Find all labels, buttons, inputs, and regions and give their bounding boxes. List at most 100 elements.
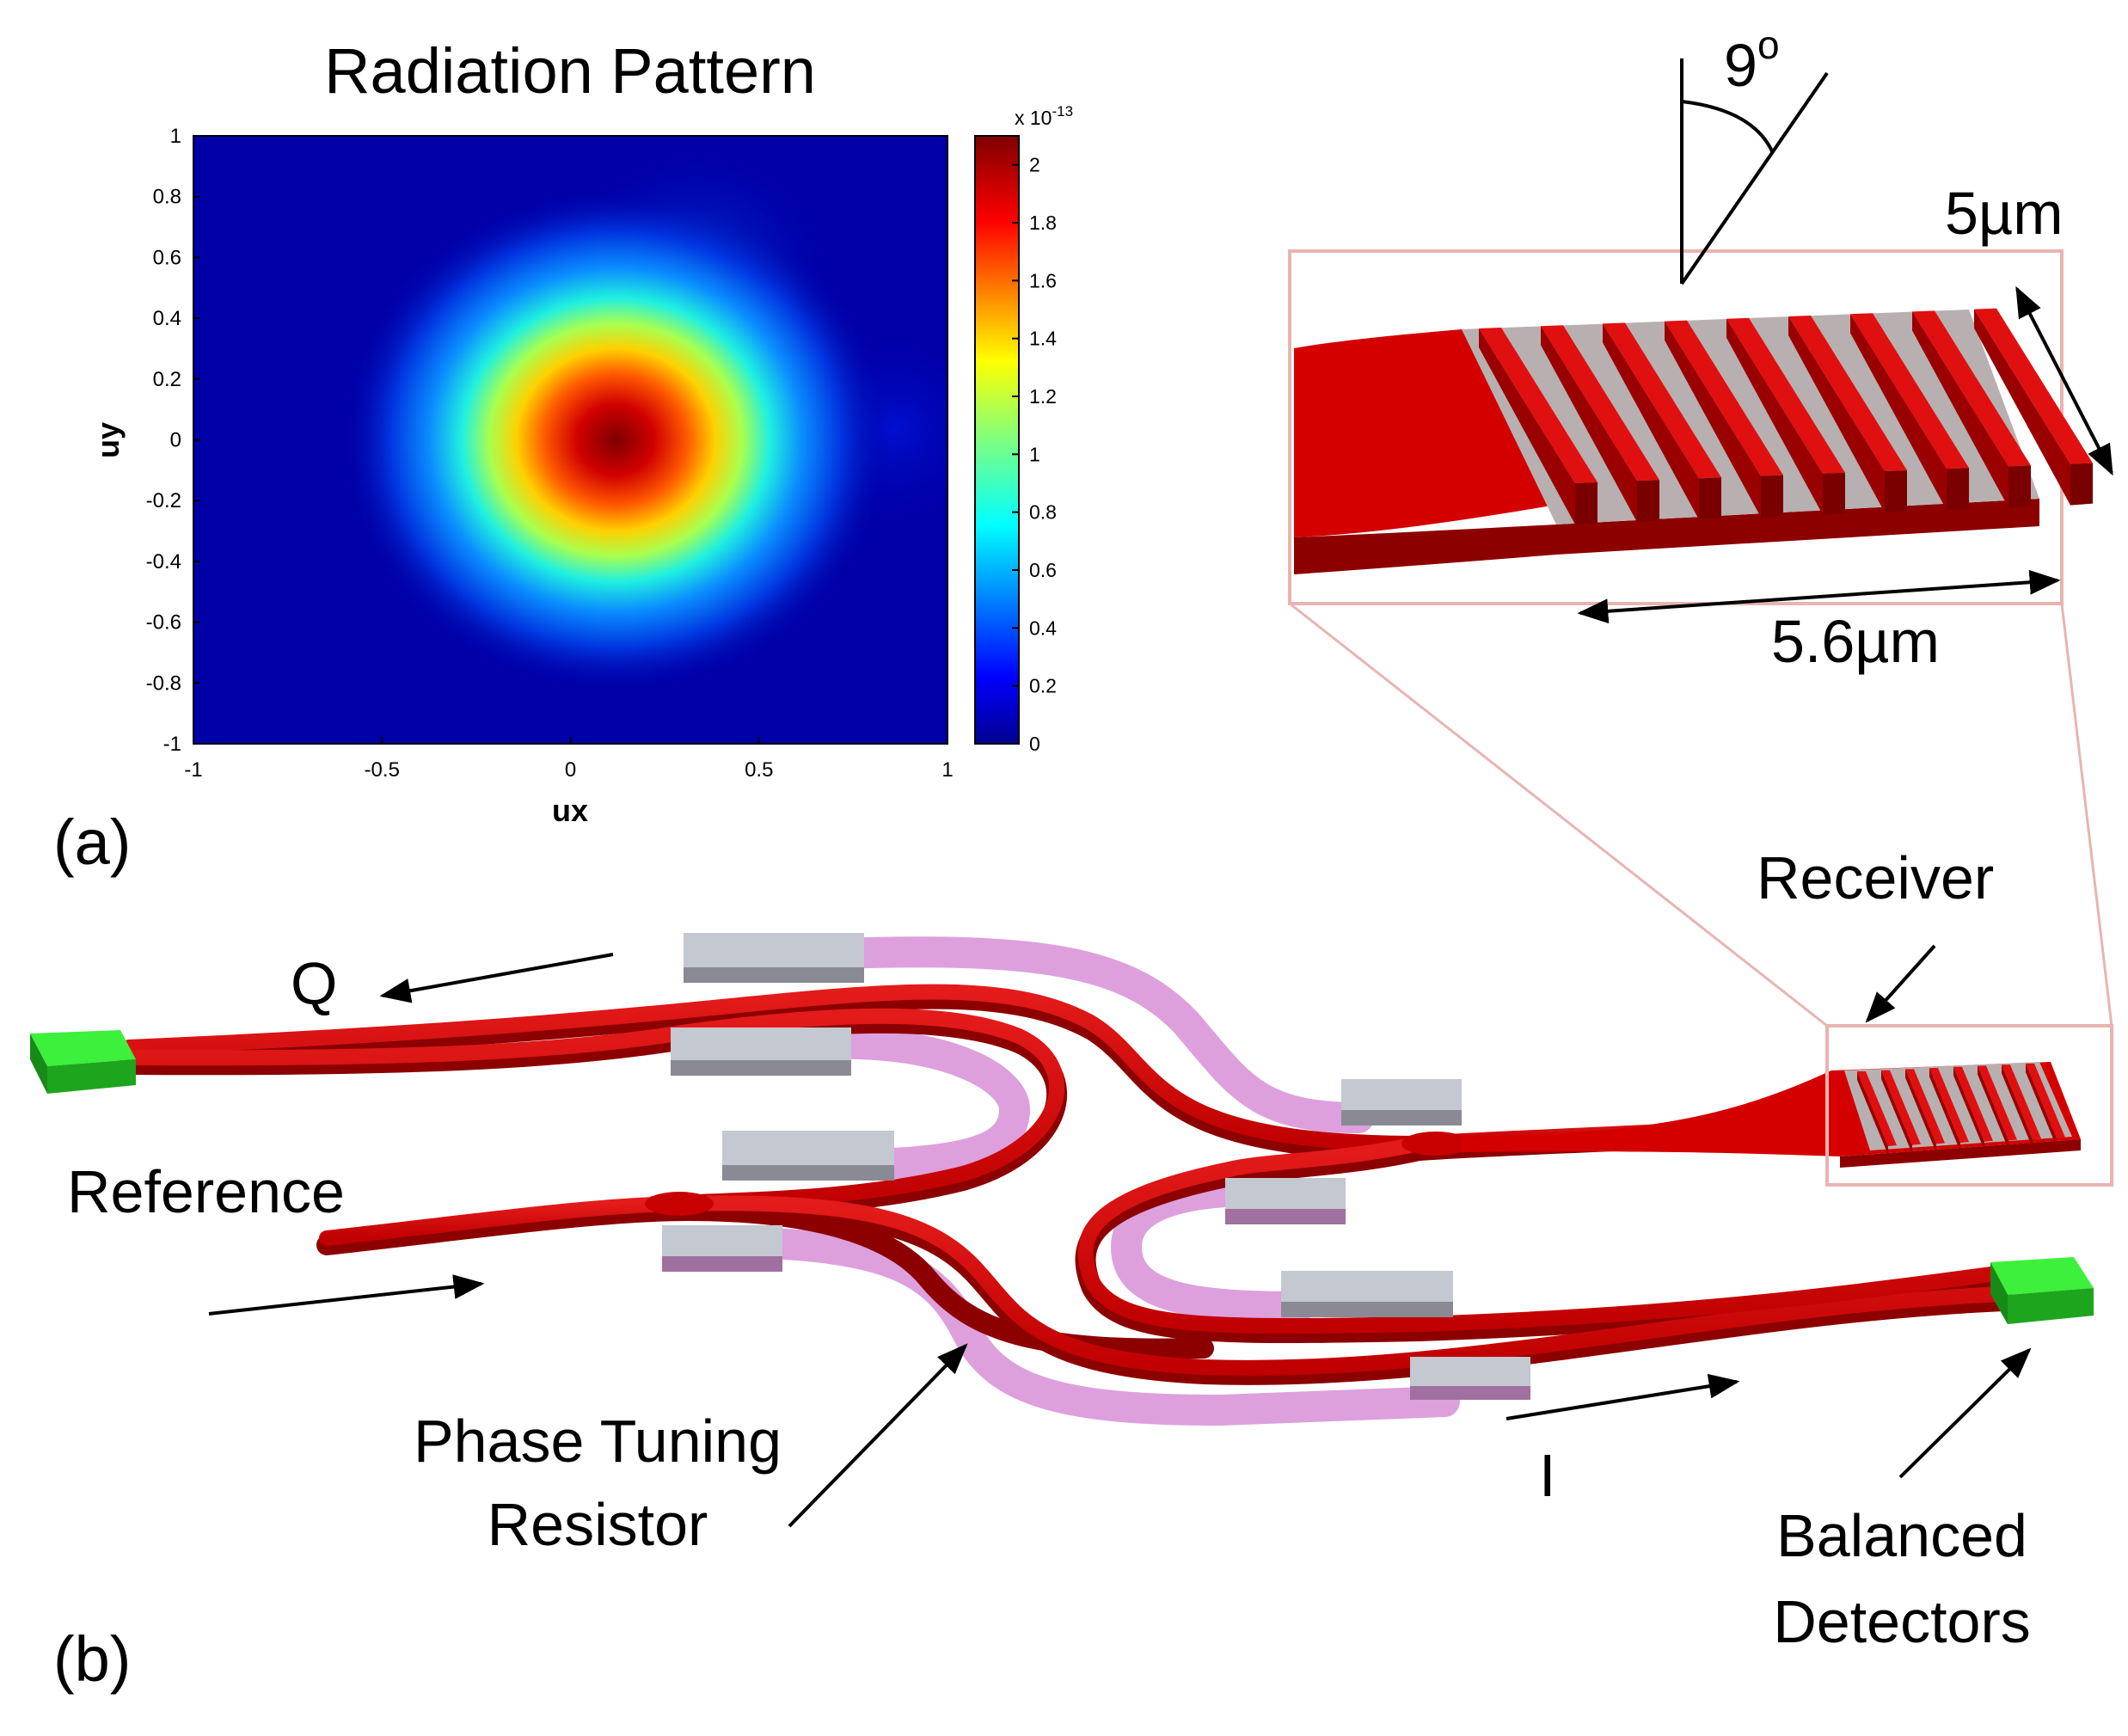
receiver-zoom-frame	[1825, 1024, 2113, 1187]
x-tick-label: 0.5	[745, 758, 773, 782]
resistor-arrow	[788, 1343, 968, 1528]
resistor-label-line-1: Phase Tuning	[414, 1408, 782, 1475]
i-label: I	[1539, 1442, 1555, 1509]
colorbar-exponent-power: -13	[1052, 103, 1073, 120]
colorbar-tick-label: 0.4	[1029, 616, 1057, 639]
resistor-label-line-2: Resistor	[488, 1491, 708, 1558]
angle-degree: o	[1757, 22, 1780, 67]
panel-a-label: (a)	[53, 807, 131, 878]
colorbar-exponent: x 10-13	[1015, 103, 1073, 129]
receiver-grating-side	[1840, 1139, 2081, 1168]
colorbar-tick-label: 0.8	[1029, 501, 1057, 524]
x-tick-label: -0.5	[365, 758, 400, 782]
receiver-grating-tooth	[1929, 1068, 1969, 1152]
angle-value: 9	[1724, 32, 1757, 99]
y-tick-label: -0.6	[146, 611, 181, 635]
colorbar-tick-label: 1	[1029, 443, 1040, 465]
heater-pad	[722, 1131, 894, 1181]
y-axis-label: uy	[90, 422, 126, 458]
colorbar-tick-label: 2	[1029, 154, 1040, 176]
heater-pad	[1341, 1079, 1462, 1126]
heater-pad	[662, 1225, 782, 1272]
detector-label-line-1: Balanced	[1776, 1502, 2027, 1569]
receiver-grating-tooth	[1953, 1066, 1993, 1150]
grating-taper-top	[1294, 329, 1556, 537]
y-tick-label: -0.4	[146, 550, 181, 574]
receiver-grating-tooth	[1978, 1065, 2017, 1150]
y-tick-label: 1	[170, 125, 181, 148]
radiation-pattern-chart: Radiation Pattern 1 0.8 0.6 0.4 0.2 0 -0.2 -0.4…	[90, 35, 1073, 828]
colorbar	[974, 135, 1020, 745]
angle-label: 9o	[1724, 22, 1780, 99]
x-axis-label: ux	[552, 793, 588, 828]
receiver-grating-tooth	[1905, 1069, 1945, 1153]
i-arrow	[1506, 1373, 1740, 1420]
waveguide-i-inner	[1077, 1136, 2011, 1334]
receiver-arrow	[1865, 944, 1936, 1023]
colorbar-exponent-base: x 10	[1015, 107, 1052, 129]
grating-tooth	[1541, 325, 1659, 523]
receiver-grating-tooth	[1857, 1071, 1897, 1155]
colorbar-tick-label: 1.2	[1029, 385, 1057, 408]
resistor-tracks	[733, 936, 1460, 1426]
heater-pad	[1225, 1178, 1346, 1224]
grating-tooth	[1912, 310, 2031, 508]
chart-title: Radiation Pattern	[324, 35, 816, 107]
heatmap-plot-area	[193, 136, 947, 744]
receiver-grating-tooth	[2002, 1064, 2041, 1149]
detector-arrow	[1898, 1347, 2032, 1479]
colorbar-ticks: 21.81.61.41.210.80.60.40.20	[1012, 154, 1057, 755]
colorbar-tick-label: 0.2	[1029, 675, 1057, 697]
waveguide-q-upper	[121, 984, 1426, 1151]
splitter-reference	[645, 1192, 714, 1216]
grating-tooth	[1850, 313, 1969, 511]
heater-pad	[671, 1027, 851, 1076]
circuit-labels: Receiver Q Reference Phase Tuning Resist…	[67, 844, 2032, 1655]
resistor-track-lower-loop	[1111, 1175, 1314, 1322]
colorbar-tick-label: 1.6	[1029, 269, 1057, 291]
resistor-track-top	[801, 936, 1374, 1133]
resistor-track-upper-loop	[793, 1027, 1030, 1181]
grating-zoom-inset: 9o 5µm 5.6µm	[1288, 22, 2113, 1027]
y-tick-label: 0.2	[153, 368, 181, 391]
length-dimension-arrow	[1577, 569, 2061, 624]
detector-label-line-2: Detectors	[1773, 1588, 2031, 1655]
resistor-track-bottom	[733, 1227, 1460, 1426]
detector-q	[30, 1030, 136, 1094]
grating-tooth	[1603, 322, 1721, 520]
reference-arrow	[208, 1274, 485, 1316]
y-tick-label: 0.4	[153, 307, 181, 330]
x-tick-label: 0	[565, 758, 576, 782]
receiver-grating-tooth	[1881, 1070, 1921, 1154]
angle-tilted-line	[1680, 71, 1829, 285]
waveguides	[121, 984, 2011, 1376]
grating-tooth	[1665, 320, 1783, 518]
panel-b-label: (b)	[53, 1623, 131, 1695]
zoom-line-left	[1289, 602, 1828, 1027]
photonic-circuit	[119, 936, 2081, 1426]
grating-body-side	[1294, 499, 2039, 574]
reference-label: Reference	[67, 1158, 345, 1225]
colorbar-tick-label: 0.6	[1029, 559, 1057, 581]
colorbar-tick-label: 1.4	[1029, 328, 1057, 350]
x-tick-label: -1	[184, 758, 202, 782]
length-dimension-label: 5.6µm	[1771, 608, 1940, 675]
y-tick-label: 0	[170, 429, 181, 452]
waveguide-i-outer	[680, 1195, 2011, 1376]
receiver-grating-teeth	[1857, 1063, 2065, 1155]
colorbar-tick-label: 0	[1029, 733, 1040, 755]
y-tick-label: -1	[163, 733, 181, 756]
heater-pad	[1281, 1271, 1453, 1317]
width-dimension-label: 5µm	[1945, 180, 2064, 247]
q-arrow	[379, 953, 614, 1003]
angle-arc	[1681, 100, 1775, 154]
y-axis-ticks: 10.80.60.40.20-0.2-0.4-0.6-0.8-1	[146, 125, 200, 756]
grating-tooth	[1788, 316, 1907, 512]
waveguide-q-lower	[121, 1008, 1065, 1212]
heater-pad	[1410, 1357, 1530, 1400]
grating-tooth	[1479, 328, 1598, 524]
y-tick-label: -0.2	[146, 489, 181, 512]
heatmap-main-lobe	[193, 136, 947, 744]
splitter-receiver	[1401, 1132, 1470, 1156]
